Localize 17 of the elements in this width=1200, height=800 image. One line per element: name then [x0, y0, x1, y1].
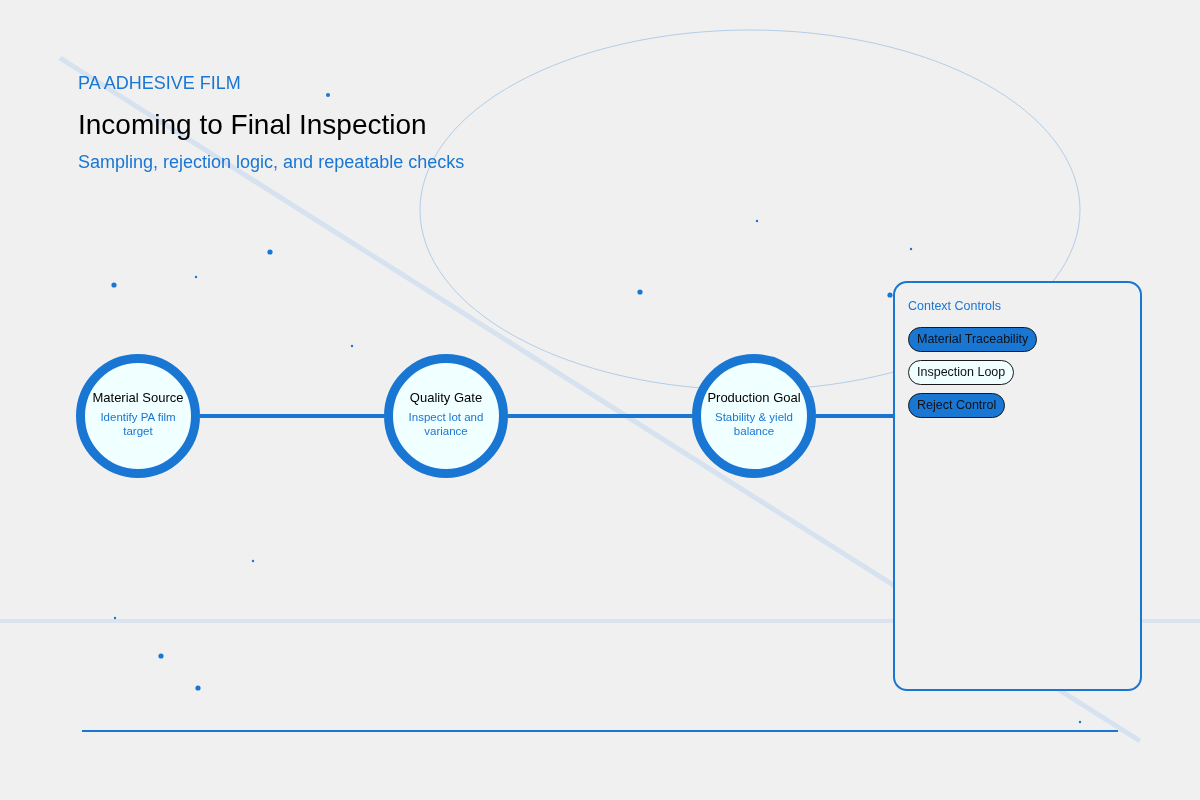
control-tag: Reject Control [908, 393, 1006, 418]
connector-line [508, 414, 692, 418]
panel-title: Context Controls [908, 299, 1002, 313]
stage-title: Material Source [92, 390, 184, 406]
stage-description: Stability & yield balance [714, 410, 794, 438]
stage-title: Production Goal [707, 390, 801, 406]
control-tag: Material Traceability [908, 327, 1038, 352]
control-tag: Inspection Loop [908, 360, 1015, 385]
connector-line [816, 414, 893, 418]
stage-title: Quality Gate [409, 390, 483, 406]
controls-panel [893, 281, 1142, 691]
page-title: Incoming to Final Inspection [78, 111, 427, 139]
stage-description: Inspect lot and variance [407, 410, 485, 438]
kicker-text: PA ADHESIVE FILM [78, 74, 241, 92]
stage-description: Identify PA film target [99, 410, 177, 438]
connector-line [200, 414, 384, 418]
subtitle: Sampling, rejection logic, and repeatable checks [78, 153, 465, 171]
